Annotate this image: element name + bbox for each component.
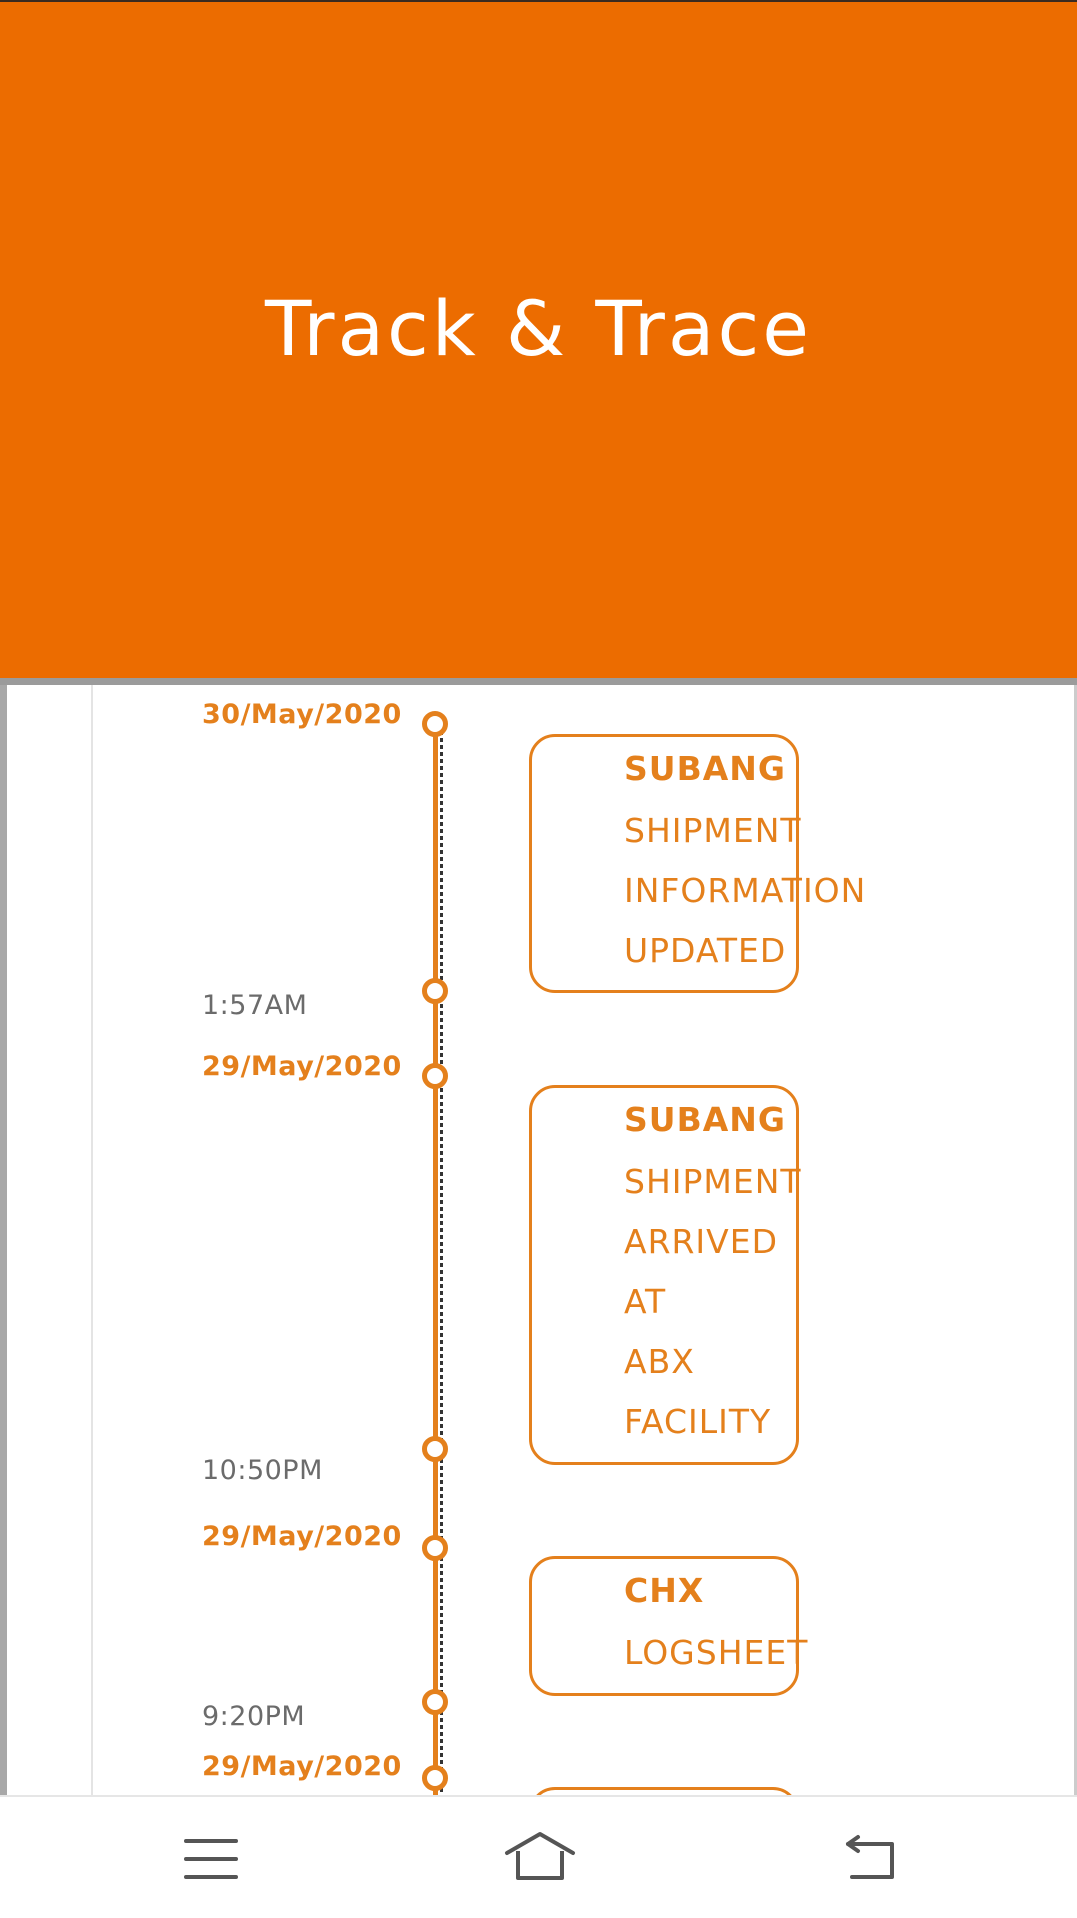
timeline-track-dotted <box>440 724 443 1795</box>
event-end-marker <box>422 978 448 1004</box>
event-status-line: SHIPMENT <box>624 1162 802 1201</box>
page-title: Track & Trace <box>264 284 813 373</box>
event-time: 9:20PM <box>202 1701 306 1732</box>
event-date: 29/May/2020 <box>202 1521 402 1552</box>
event-end-marker <box>422 1689 448 1715</box>
event-status-line: SHIPMENT <box>624 811 802 850</box>
event-time: 1:57AM <box>202 990 308 1021</box>
header-divider <box>0 678 1077 685</box>
event-date: 29/May/2020 <box>202 1751 402 1782</box>
event-card[interactable]: SUBANG SHIPMENT ARRIVED AT ABX FACILITY <box>529 1085 802 1465</box>
timeline-scroll-area[interactable]: 30/May/2020 1:57AM SUBANG SHIPMENT INFOR… <box>0 685 1077 1795</box>
menu-icon[interactable] <box>183 1837 239 1885</box>
event-status-line: ARRIVED <box>624 1222 779 1261</box>
event-time: 10:50PM <box>202 1455 323 1486</box>
event-status-line: INFORMATION <box>624 871 867 910</box>
event-end-marker <box>422 1436 448 1462</box>
event-card[interactable] <box>529 1787 799 1795</box>
event-status-line: AT <box>624 1282 667 1321</box>
back-icon[interactable] <box>842 1833 898 1885</box>
system-navigation-bar <box>0 1795 1077 1918</box>
event-location: CHX <box>624 1571 705 1610</box>
event-start-marker <box>422 1535 448 1561</box>
status-strip <box>0 0 1077 2</box>
event-date: 29/May/2020 <box>202 1051 402 1082</box>
left-edge <box>0 685 7 1795</box>
event-start-marker <box>422 1765 448 1791</box>
event-start-marker <box>422 1063 448 1089</box>
event-status-line: ABX <box>624 1342 695 1381</box>
event-status-line: UPDATED <box>624 931 787 970</box>
event-card[interactable]: SUBANG SHIPMENT INFORMATION UPDATED <box>529 734 865 993</box>
list-guide-line <box>91 685 93 1795</box>
event-status-line: FACILITY <box>624 1402 772 1441</box>
app-header: Track & Trace <box>0 2 1077 678</box>
event-start-marker <box>422 711 448 737</box>
home-icon[interactable] <box>504 1831 576 1885</box>
right-edge <box>1074 685 1077 1795</box>
event-location: SUBANG <box>624 1100 786 1139</box>
event-card[interactable]: CHX LOGSHEET <box>529 1556 807 1696</box>
event-date: 30/May/2020 <box>202 699 402 730</box>
event-location: SUBANG <box>624 749 786 788</box>
event-status-line: LOGSHEET <box>624 1633 809 1672</box>
timeline-track <box>433 724 438 1795</box>
